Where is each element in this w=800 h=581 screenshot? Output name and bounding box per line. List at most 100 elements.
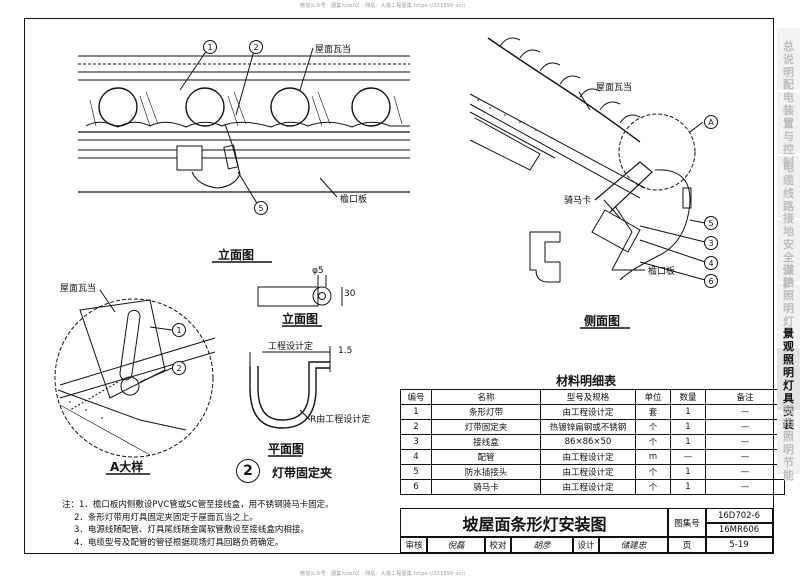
table-cell: 1 [400, 404, 432, 420]
table-cell: 1 [670, 404, 706, 420]
table-cell: m [635, 449, 671, 465]
callout-1-detail: 1 [172, 323, 186, 337]
sidebar-item-energy-saving[interactable]: 城市照明节能 [777, 404, 800, 482]
callout-5: 5 [254, 201, 268, 215]
clip-title: 灯带固定夹 [272, 466, 333, 480]
header-cell: 数量 [670, 389, 706, 405]
note-line: 4．电缆型号及配管的管径根据现场灯具回路负荷确定。 [74, 537, 284, 548]
detail-ref-a: A [704, 115, 718, 129]
sidebar-item-road-lighting[interactable]: 道路照明灯具安装 [777, 263, 800, 367]
header-cell: 型号及规格 [540, 389, 636, 405]
clip-detail-drawing [249, 275, 343, 457]
materials-table: 编号 名称 型号及规格 单位 数量 备注 1 条形灯带 由工程设计定 套 1 —… [400, 389, 785, 495]
clip-number: 2 [236, 459, 260, 483]
header-cell: 编号 [400, 389, 432, 405]
sign-name-design: 储建忠 [598, 536, 669, 553]
callout-4-side: 4 [704, 256, 718, 270]
callout-2-detail: 2 [172, 361, 186, 375]
table-cell: 个 [635, 434, 671, 450]
table-cell: 由工程设计定 [540, 479, 636, 495]
table-cell: 套 [635, 404, 671, 420]
table-cell: — [670, 449, 706, 465]
table-row: 2 灯带固定夹 热镀锌扁钢或不锈钢 个 1 — [400, 419, 785, 435]
callout-2: 2 [249, 40, 263, 54]
sidebar-item-cable[interactable]: 电缆线路 [777, 156, 800, 220]
clip-diameter: φ5 [312, 266, 324, 276]
sidebar-item-grounding[interactable]: 接地安全保护 [777, 212, 800, 290]
sidebar-item-label: 接地安全保护 [783, 212, 794, 290]
watermark-text: 微信公众号：图集luoxful · 网站：大疆工程图集 https://3219… [300, 3, 466, 9]
table-cell: 4 [400, 449, 432, 465]
table-cell: 由工程设计定 [540, 449, 636, 465]
detail-roof-tile-label: 屋面瓦当 [60, 284, 97, 294]
atlas-label: 图集号 [667, 508, 707, 538]
sign-role-design: 设计 [572, 536, 600, 553]
sign-role-review: 审核 [400, 536, 428, 553]
clip-height: 30 [344, 289, 356, 299]
table-cell: 6 [400, 479, 432, 495]
elevation-view-drawing [78, 46, 410, 263]
sidebar-item-distribution[interactable]: 配电装置与控制 [777, 78, 800, 169]
note-line: 注：1．檐口板内侧敷设PVC管或SC管至接线盒，用不锈钢骑马卡固定。 [62, 500, 334, 510]
side-roof-tile-label: 屋面瓦当 [596, 83, 633, 93]
header-cell: 单位 [635, 389, 671, 405]
table-cell: — [705, 449, 785, 465]
sidebar-item-label: 配电装置与控制 [783, 77, 794, 169]
table-cell: 条形灯带 [431, 404, 541, 420]
page-label: 页 [667, 536, 707, 553]
sidebar-item-label: 景观照明灯具安装 [783, 327, 794, 431]
table-cell: 1 [670, 464, 706, 480]
atlas-number-2: 16MR606 [705, 522, 773, 538]
table-cell: — [705, 479, 785, 495]
title-block: 坡屋面条形灯安装图 图集号 16D702-6 16MR606 审核 倪磊 校对 … [400, 508, 773, 553]
table-cell: 配管 [431, 449, 541, 465]
table-cell: 由工程设计定 [540, 404, 636, 420]
table-cell: 热镀锌扁钢或不锈钢 [540, 419, 636, 435]
sidebar-item-label: 电缆线路 [783, 161, 794, 213]
callout-5-side: 5 [704, 216, 718, 230]
clip-radius-note: R由工程设计定 [310, 415, 371, 425]
clip-thickness: 1.5 [338, 346, 353, 356]
table-row: 4 配管 由工程设计定 m — — [400, 449, 785, 465]
table-cell: 1 [670, 419, 706, 435]
header-cell: 备注 [705, 389, 785, 405]
side-eave-label: 檐口板 [648, 267, 676, 277]
detail-a-drawing [54, 289, 216, 475]
sidebar-item-landscape-lighting[interactable]: 景观照明灯具安装 [777, 327, 800, 431]
table-cell: 个 [635, 464, 671, 480]
sign-name-review: 倪磊 [426, 536, 486, 553]
table-cell: — [705, 434, 785, 450]
side-view-title: 侧面图 [584, 314, 621, 328]
table-cell: 防水插接头 [431, 464, 541, 480]
note-line: 3．电源线随配管、灯具尾线随金属软管敷设至接线盒内相接。 [74, 525, 309, 535]
sidebar-item-label: 总说明 [783, 39, 794, 79]
detail-a-title: A大样 [110, 460, 144, 474]
table-row: 6 骑马卡 由工程设计定 个 1 — [400, 479, 785, 495]
watermark-text-bottom: 微信公众号：图集luoxful · 网站：大疆工程图集 https://3219… [300, 571, 466, 577]
callout-6-side: 6 [704, 274, 718, 288]
sidebar-item-label: 道路照明灯具安装 [783, 263, 794, 367]
table-cell: 5 [400, 464, 432, 480]
table-cell: 86×86×50 [540, 434, 636, 450]
clip-design-note: 工程设计定 [268, 342, 314, 352]
table-row: 5 防水插接头 由工程设计定 个 1 — [400, 464, 785, 480]
page-number: 5-19 [705, 536, 773, 553]
table-cell: — [705, 464, 785, 480]
table-cell: 个 [635, 479, 671, 495]
table-cell: 3 [400, 434, 432, 450]
table-cell: 由工程设计定 [540, 464, 636, 480]
side-saddle-clip-label: 骑马卡 [564, 196, 592, 206]
materials-title: 材料明细表 [556, 374, 617, 388]
side-view-drawing [469, 37, 706, 329]
table-cell: — [705, 419, 785, 435]
elevation-eave-label: 檐口板 [340, 195, 368, 205]
note-line: 2．条形灯带用灯具固定夹固定于屋面瓦当之上。 [74, 512, 258, 523]
notes-block: 注：1．檐口板内侧敷设PVC管或SC管至接线盒，用不锈钢骑马卡固定。 2．条形灯… [62, 499, 334, 549]
clip-elevation-title: 立面图 [282, 312, 319, 326]
elevation-roof-tile-label: 屋面瓦当 [315, 45, 352, 55]
atlas-number-1: 16D702-6 [705, 508, 773, 524]
table-row: 3 接线盒 86×86×50 个 1 — [400, 434, 785, 450]
sidebar-item-general[interactable]: 总说明 [777, 28, 800, 92]
clip-plan-title: 平面图 [268, 442, 305, 456]
